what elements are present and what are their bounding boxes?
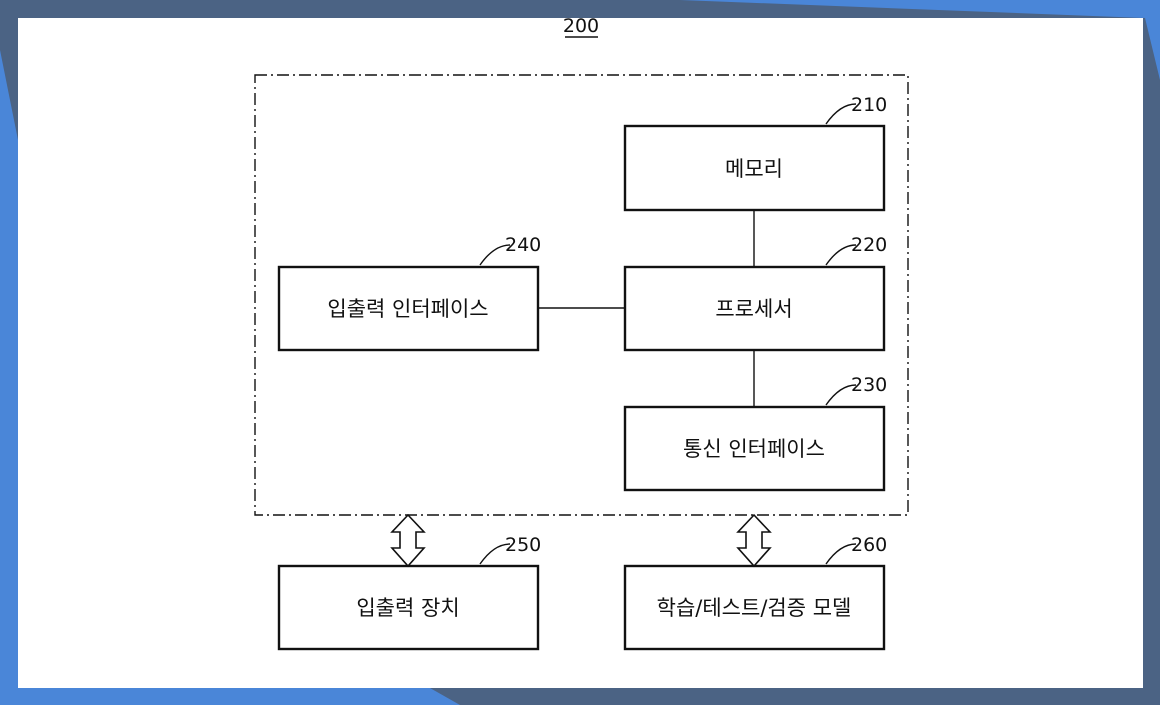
io-interface-block: 입출력 인터페이스 240 <box>279 234 541 350</box>
memory-block: 메모리 210 <box>625 94 887 210</box>
comm-interface-ref-number: 230 <box>851 374 887 396</box>
block-diagram: 200 메모리 210 프로세서 220 통신 인터페이스 230 <box>18 18 1143 688</box>
comm-interface-block: 통신 인터페이스 230 <box>625 374 887 490</box>
comm-interface-label: 통신 인터페이스 <box>683 437 825 461</box>
model-label: 학습/테스트/검증 모델 <box>657 596 852 620</box>
processor-label: 프로세서 <box>715 297 792 321</box>
io-interface-label: 입출력 인터페이스 <box>327 297 488 321</box>
memory-ref-number: 210 <box>851 94 887 116</box>
processor-ref-number: 220 <box>851 234 887 256</box>
io-device-ref-number: 250 <box>505 534 541 556</box>
io-device-double-arrow <box>392 515 424 566</box>
model-ref-number: 260 <box>851 534 887 556</box>
memory-label: 메모리 <box>725 157 783 181</box>
processor-block: 프로세서 220 <box>625 234 887 350</box>
io-device-label: 입출력 장치 <box>356 596 459 620</box>
model-double-arrow <box>738 515 770 566</box>
diagram-canvas: 200 메모리 210 프로세서 220 통신 인터페이스 230 <box>18 18 1143 688</box>
figure-number: 200 <box>563 18 599 37</box>
io-interface-ref-number: 240 <box>505 234 541 256</box>
